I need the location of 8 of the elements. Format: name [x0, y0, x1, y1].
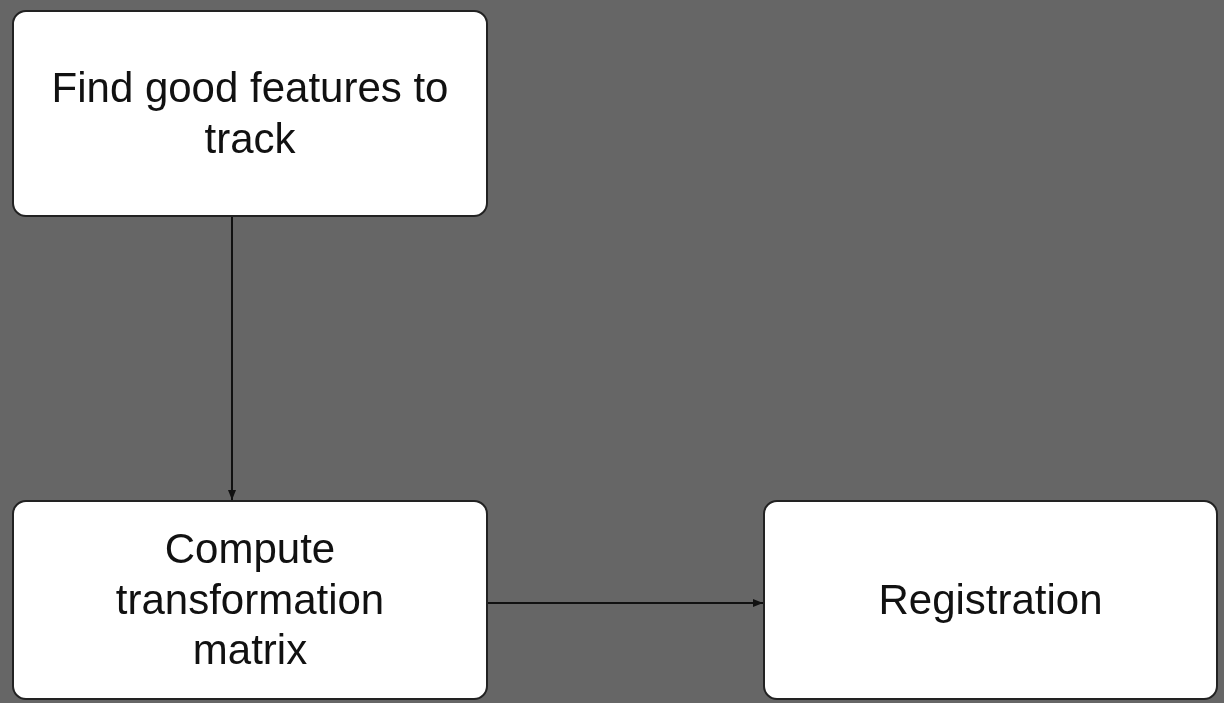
box-label: Compute transformation matrix — [114, 524, 386, 676]
arrow — [228, 216, 236, 501]
box-label: Find good features to track — [50, 63, 450, 164]
process-box — [763, 500, 1218, 700]
process-box — [12, 500, 488, 700]
arrow — [487, 599, 764, 607]
box-label: Registration — [878, 574, 1103, 625]
process-box — [12, 10, 488, 217]
